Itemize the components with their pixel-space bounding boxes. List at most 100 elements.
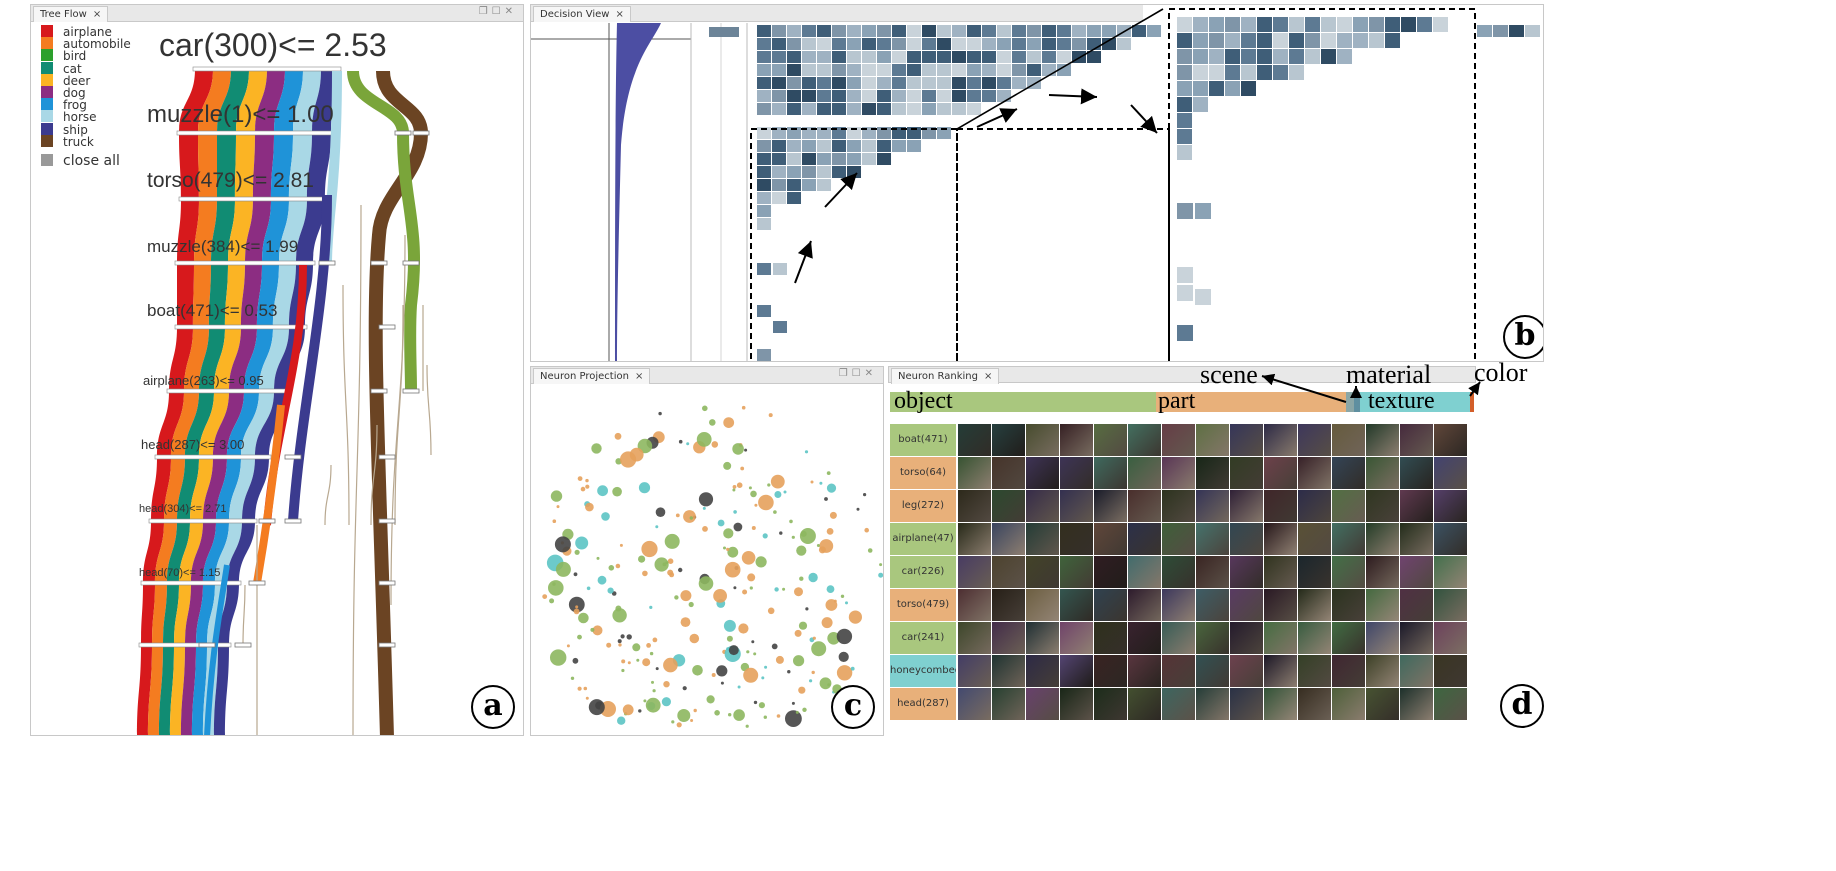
activation-thumbnail[interactable] bbox=[1230, 589, 1263, 621]
legend-item[interactable]: horse bbox=[41, 110, 97, 124]
activation-thumbnail[interactable] bbox=[1026, 556, 1059, 588]
part-segment[interactable]: part bbox=[1156, 388, 1346, 414]
activation-thumbnail[interactable] bbox=[1162, 523, 1195, 555]
activation-thumbnail[interactable] bbox=[1366, 424, 1399, 456]
legend-item[interactable]: truck bbox=[41, 134, 94, 149]
activation-thumbnail[interactable] bbox=[992, 655, 1025, 687]
activation-thumbnail[interactable] bbox=[992, 589, 1025, 621]
activation-thumbnail[interactable] bbox=[1060, 457, 1093, 489]
activation-thumbnail[interactable] bbox=[1026, 655, 1059, 687]
activation-thumbnail[interactable] bbox=[1332, 589, 1365, 621]
activation-thumbnail[interactable] bbox=[1060, 490, 1093, 522]
activation-thumbnail[interactable] bbox=[1094, 622, 1127, 654]
activation-thumbnail[interactable] bbox=[1094, 424, 1127, 456]
activation-thumbnail[interactable] bbox=[1094, 556, 1127, 588]
activation-thumbnail[interactable] bbox=[1434, 556, 1467, 588]
activation-thumbnail[interactable] bbox=[1162, 589, 1195, 621]
activation-thumbnail[interactable] bbox=[1162, 622, 1195, 654]
activation-thumbnail[interactable] bbox=[1298, 424, 1331, 456]
window-buttons[interactable]: ❐☐✕ bbox=[478, 6, 517, 17]
activation-thumbnail[interactable] bbox=[1128, 457, 1161, 489]
object-segment[interactable]: object bbox=[890, 388, 1156, 414]
activation-thumbnail[interactable] bbox=[1434, 523, 1467, 555]
activation-thumbnail[interactable] bbox=[1026, 622, 1059, 654]
activation-thumbnail[interactable] bbox=[1196, 622, 1229, 654]
legend-item[interactable]: ship bbox=[41, 122, 88, 137]
activation-thumbnail[interactable] bbox=[1434, 655, 1467, 687]
activation-thumbnail[interactable] bbox=[958, 490, 991, 522]
activation-thumbnail[interactable] bbox=[1196, 556, 1229, 588]
activation-thumbnail[interactable] bbox=[1162, 655, 1195, 687]
ranking-row[interactable]: leg(272) bbox=[890, 490, 1474, 522]
legend-item[interactable]: automobile bbox=[41, 37, 131, 51]
activation-thumbnail[interactable] bbox=[1264, 622, 1297, 654]
activation-thumbnail[interactable] bbox=[1400, 688, 1433, 720]
color-segment[interactable] bbox=[1470, 392, 1474, 412]
activation-thumbnail[interactable] bbox=[958, 589, 991, 621]
activation-thumbnail[interactable] bbox=[1400, 589, 1433, 621]
activation-thumbnail[interactable] bbox=[958, 523, 991, 555]
close-icon[interactable]: × bbox=[983, 371, 993, 382]
tab-tree-flow[interactable]: Tree Flow× bbox=[33, 6, 109, 22]
scene-segment[interactable] bbox=[1346, 392, 1354, 412]
activation-thumbnail[interactable] bbox=[992, 688, 1025, 720]
activation-thumbnail[interactable] bbox=[1026, 589, 1059, 621]
activation-thumbnail[interactable] bbox=[1230, 490, 1263, 522]
tab-neuron-projection[interactable]: Neuron Projection× bbox=[533, 368, 651, 384]
activation-thumbnail[interactable] bbox=[1094, 457, 1127, 489]
activation-thumbnail[interactable] bbox=[1026, 424, 1059, 456]
activation-thumbnail[interactable] bbox=[958, 556, 991, 588]
activation-thumbnail[interactable] bbox=[1298, 556, 1331, 588]
activation-thumbnail[interactable] bbox=[1366, 457, 1399, 489]
activation-thumbnail[interactable] bbox=[1230, 424, 1263, 456]
activation-thumbnail[interactable] bbox=[1230, 688, 1263, 720]
ranking-row[interactable]: torso(479) bbox=[890, 589, 1474, 621]
texture-segment[interactable]: texture bbox=[1360, 388, 1470, 414]
activation-thumbnail[interactable] bbox=[992, 457, 1025, 489]
activation-thumbnail[interactable] bbox=[1196, 424, 1229, 456]
activation-thumbnail[interactable] bbox=[1264, 655, 1297, 687]
activation-thumbnail[interactable] bbox=[1230, 622, 1263, 654]
activation-thumbnail[interactable] bbox=[1332, 556, 1365, 588]
ranking-row[interactable]: car(241) bbox=[890, 622, 1474, 654]
activation-thumbnail[interactable] bbox=[1162, 556, 1195, 588]
activation-thumbnail[interactable] bbox=[1128, 490, 1161, 522]
activation-thumbnail[interactable] bbox=[958, 688, 991, 720]
material-segment[interactable] bbox=[1354, 392, 1360, 412]
activation-thumbnail[interactable] bbox=[1128, 556, 1161, 588]
activation-thumbnail[interactable] bbox=[1298, 655, 1331, 687]
activation-thumbnail[interactable] bbox=[1332, 457, 1365, 489]
activation-thumbnail[interactable] bbox=[1298, 688, 1331, 720]
activation-thumbnail[interactable] bbox=[1162, 688, 1195, 720]
activation-thumbnail[interactable] bbox=[1060, 655, 1093, 687]
category-bar[interactable]: object part texture bbox=[890, 388, 1474, 414]
activation-thumbnail[interactable] bbox=[1162, 457, 1195, 489]
legend-item[interactable]: airplane bbox=[41, 25, 112, 39]
activation-thumbnail[interactable] bbox=[1094, 655, 1127, 687]
activation-thumbnail[interactable] bbox=[1026, 457, 1059, 489]
activation-thumbnail[interactable] bbox=[1434, 622, 1467, 654]
activation-thumbnail[interactable] bbox=[1400, 523, 1433, 555]
activation-thumbnail[interactable] bbox=[1434, 688, 1467, 720]
activation-thumbnail[interactable] bbox=[1128, 688, 1161, 720]
activation-thumbnail[interactable] bbox=[1128, 424, 1161, 456]
tab-decision-view[interactable]: Decision View× bbox=[533, 6, 631, 22]
ranking-row[interactable]: head(287) bbox=[890, 688, 1474, 720]
activation-thumbnail[interactable] bbox=[1264, 688, 1297, 720]
activation-thumbnail[interactable] bbox=[1400, 655, 1433, 687]
activation-thumbnail[interactable] bbox=[1332, 655, 1365, 687]
legend-item[interactable]: frog bbox=[41, 98, 87, 112]
close-icon[interactable]: × bbox=[615, 9, 624, 20]
activation-thumbnail[interactable] bbox=[1230, 523, 1263, 555]
activation-thumbnail[interactable] bbox=[1366, 490, 1399, 522]
activation-thumbnail[interactable] bbox=[1400, 556, 1433, 588]
activation-thumbnail[interactable] bbox=[1196, 688, 1229, 720]
ranking-row[interactable]: car(226) bbox=[890, 556, 1474, 588]
activation-thumbnail[interactable] bbox=[1332, 622, 1365, 654]
activation-thumbnail[interactable] bbox=[1332, 688, 1365, 720]
close-icon[interactable]: × bbox=[92, 9, 102, 20]
neuron-scatter-plot[interactable] bbox=[531, 385, 884, 736]
activation-thumbnail[interactable] bbox=[992, 523, 1025, 555]
activation-thumbnail[interactable] bbox=[1196, 655, 1229, 687]
ranking-row[interactable]: airplane(47) bbox=[890, 523, 1474, 555]
